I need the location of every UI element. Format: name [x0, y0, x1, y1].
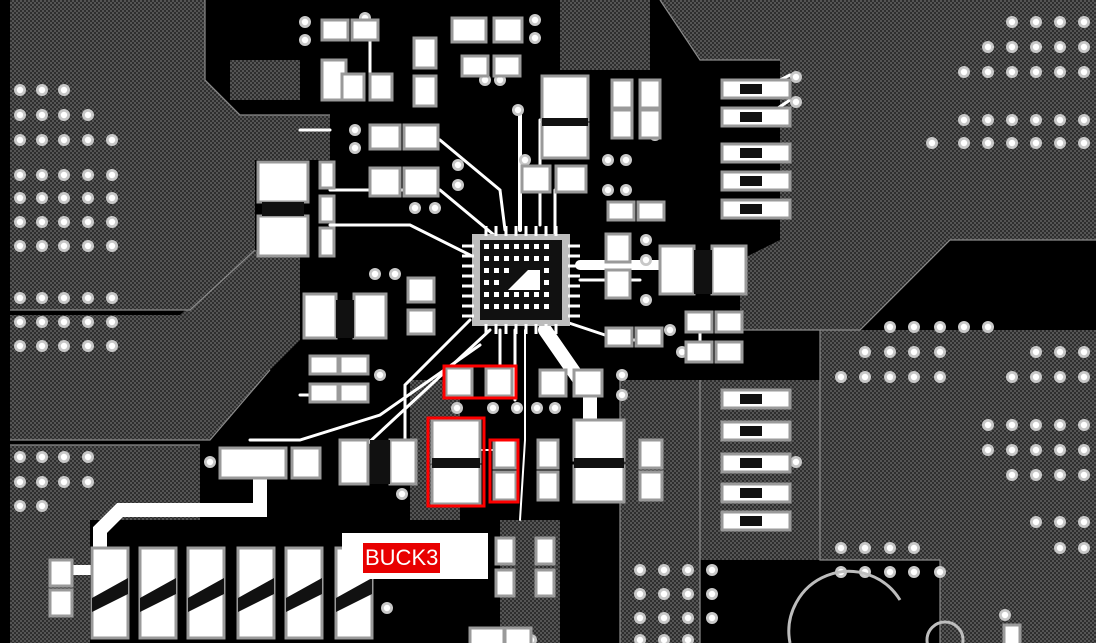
smd-components — [48, 16, 1022, 643]
bottom-component-row — [90, 546, 374, 640]
qfn-ic — [462, 226, 580, 334]
part-body-marks — [262, 118, 712, 484]
connector-row-right — [720, 78, 792, 532]
buck3-label: BUCK3 — [363, 543, 441, 573]
mounting-holes — [787, 569, 965, 643]
trace-outlines — [10, 0, 1096, 643]
buck3-highlight-boxes — [426, 364, 520, 508]
